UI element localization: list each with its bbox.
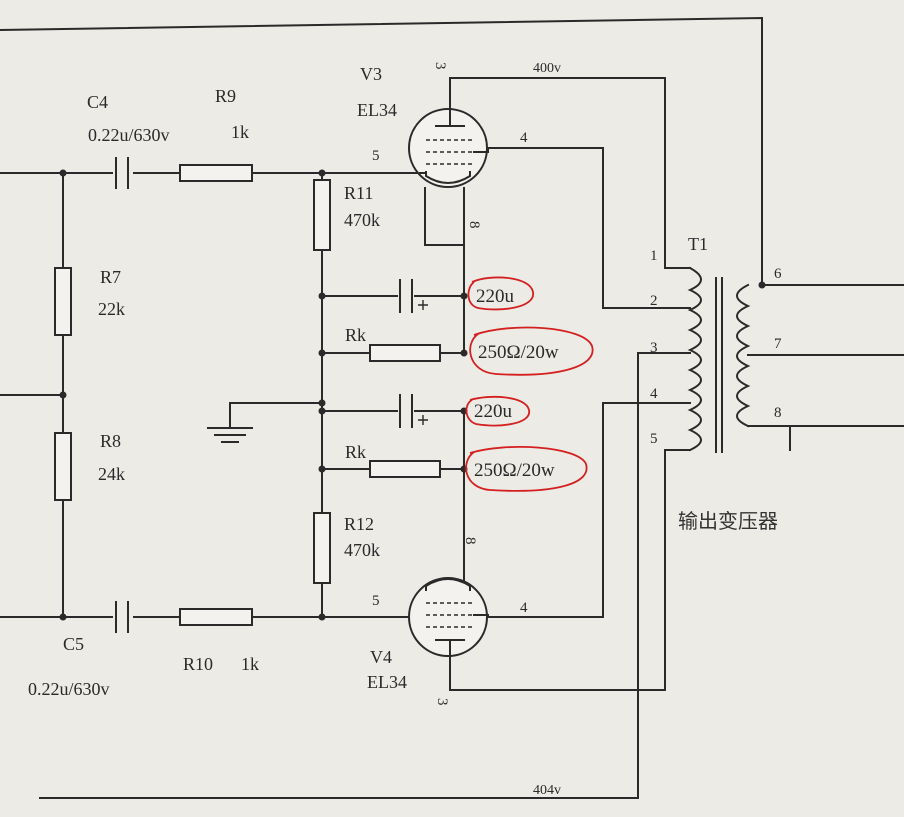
resistor-r10 [179,608,253,626]
capacitor-ck-top [399,279,428,313]
highlight-ck-top: 220u [467,276,534,311]
junction-dots [59,169,766,621]
rail-top-voltage: 400v [533,61,561,76]
c4-value: 0.22u/630v [88,125,170,145]
v4-cathode-pin: 8 [462,537,478,545]
ck-top-value: 220u [476,286,515,307]
r9-ref: R9 [215,86,236,106]
r9-value: 1k [231,122,249,142]
rk-top-value: 250Ω/20w [478,342,559,363]
v3-grid-pin: 5 [372,148,380,164]
highlight-rk-bottom: 250Ω/20w [465,446,588,492]
resistor-rk-top [369,344,441,362]
t1-pin-6: 6 [774,266,782,282]
r8-value: 24k [98,464,125,484]
t1-pin-7: 7 [774,336,782,352]
ck-bottom-value: 220u [474,401,513,422]
resistor-r7 [54,267,72,336]
r7-value: 22k [98,299,125,319]
resistor-r12 [313,512,331,584]
t1-pin-3: 3 [650,340,658,356]
resistor-r11 [313,179,331,251]
highlight-rk-top: 250Ω/20w [469,326,594,376]
c5-value: 0.22u/630v [28,679,110,699]
tube-v4 [408,547,489,669]
r11-value: 470k [344,210,380,230]
c4-ref: C4 [87,92,108,112]
v4-type: EL34 [367,672,407,692]
annotation-ring [467,276,534,311]
rk-bottom-value: 250Ω/20w [474,460,555,481]
v3-ref: V3 [360,64,382,84]
v4-grid-pin: 5 [372,593,380,609]
r12-value: 470k [344,540,380,560]
resistor-r9 [179,164,253,182]
r11-ref: R11 [344,183,373,203]
tube-v3 [408,83,489,188]
r10-ref: R10 [183,654,213,674]
t1-ref: T1 [688,234,708,254]
t1-pin-2: 2 [650,293,658,309]
rk-top-ref: Rk [345,325,366,345]
v3-plate-pin: 3 [432,62,448,70]
output-transformer-t1 [687,266,751,453]
t1-pin-1: 1 [650,248,658,264]
transformer-name: 输出变压器 [678,509,778,533]
highlight-ck-bottom: 220u [465,395,530,427]
v4-screen-pin: 4 [520,600,528,616]
r12-ref: R12 [344,514,374,534]
v3-cathode-pin: 8 [466,221,482,229]
r8-ref: R8 [100,431,121,451]
annotation-ring [465,395,530,427]
v4-plate-pin: 3 [434,698,450,706]
capacitor-c4 [115,157,129,189]
annotation-ring [465,446,588,492]
rk-bottom-ref: Rk [345,442,366,462]
v3-type: EL34 [357,100,397,120]
t1-pin-4: 4 [650,386,658,402]
t1-pin-5: 5 [650,431,658,447]
capacitor-ck-bottom [399,394,428,428]
resistor-r8 [54,432,72,501]
resistor-rk-bottom [369,460,441,478]
v4-ref: V4 [370,647,392,667]
r10-value: 1k [241,654,259,674]
c5-ref: C5 [63,634,84,654]
capacitor-c5 [115,601,129,633]
ground-symbol [207,427,253,443]
r7-ref: R7 [100,267,121,287]
rail-bottom-voltage: 404v [533,783,561,798]
t1-pin-8: 8 [774,405,782,421]
v3-screen-pin: 4 [520,130,528,146]
annotation-ring [469,326,594,376]
